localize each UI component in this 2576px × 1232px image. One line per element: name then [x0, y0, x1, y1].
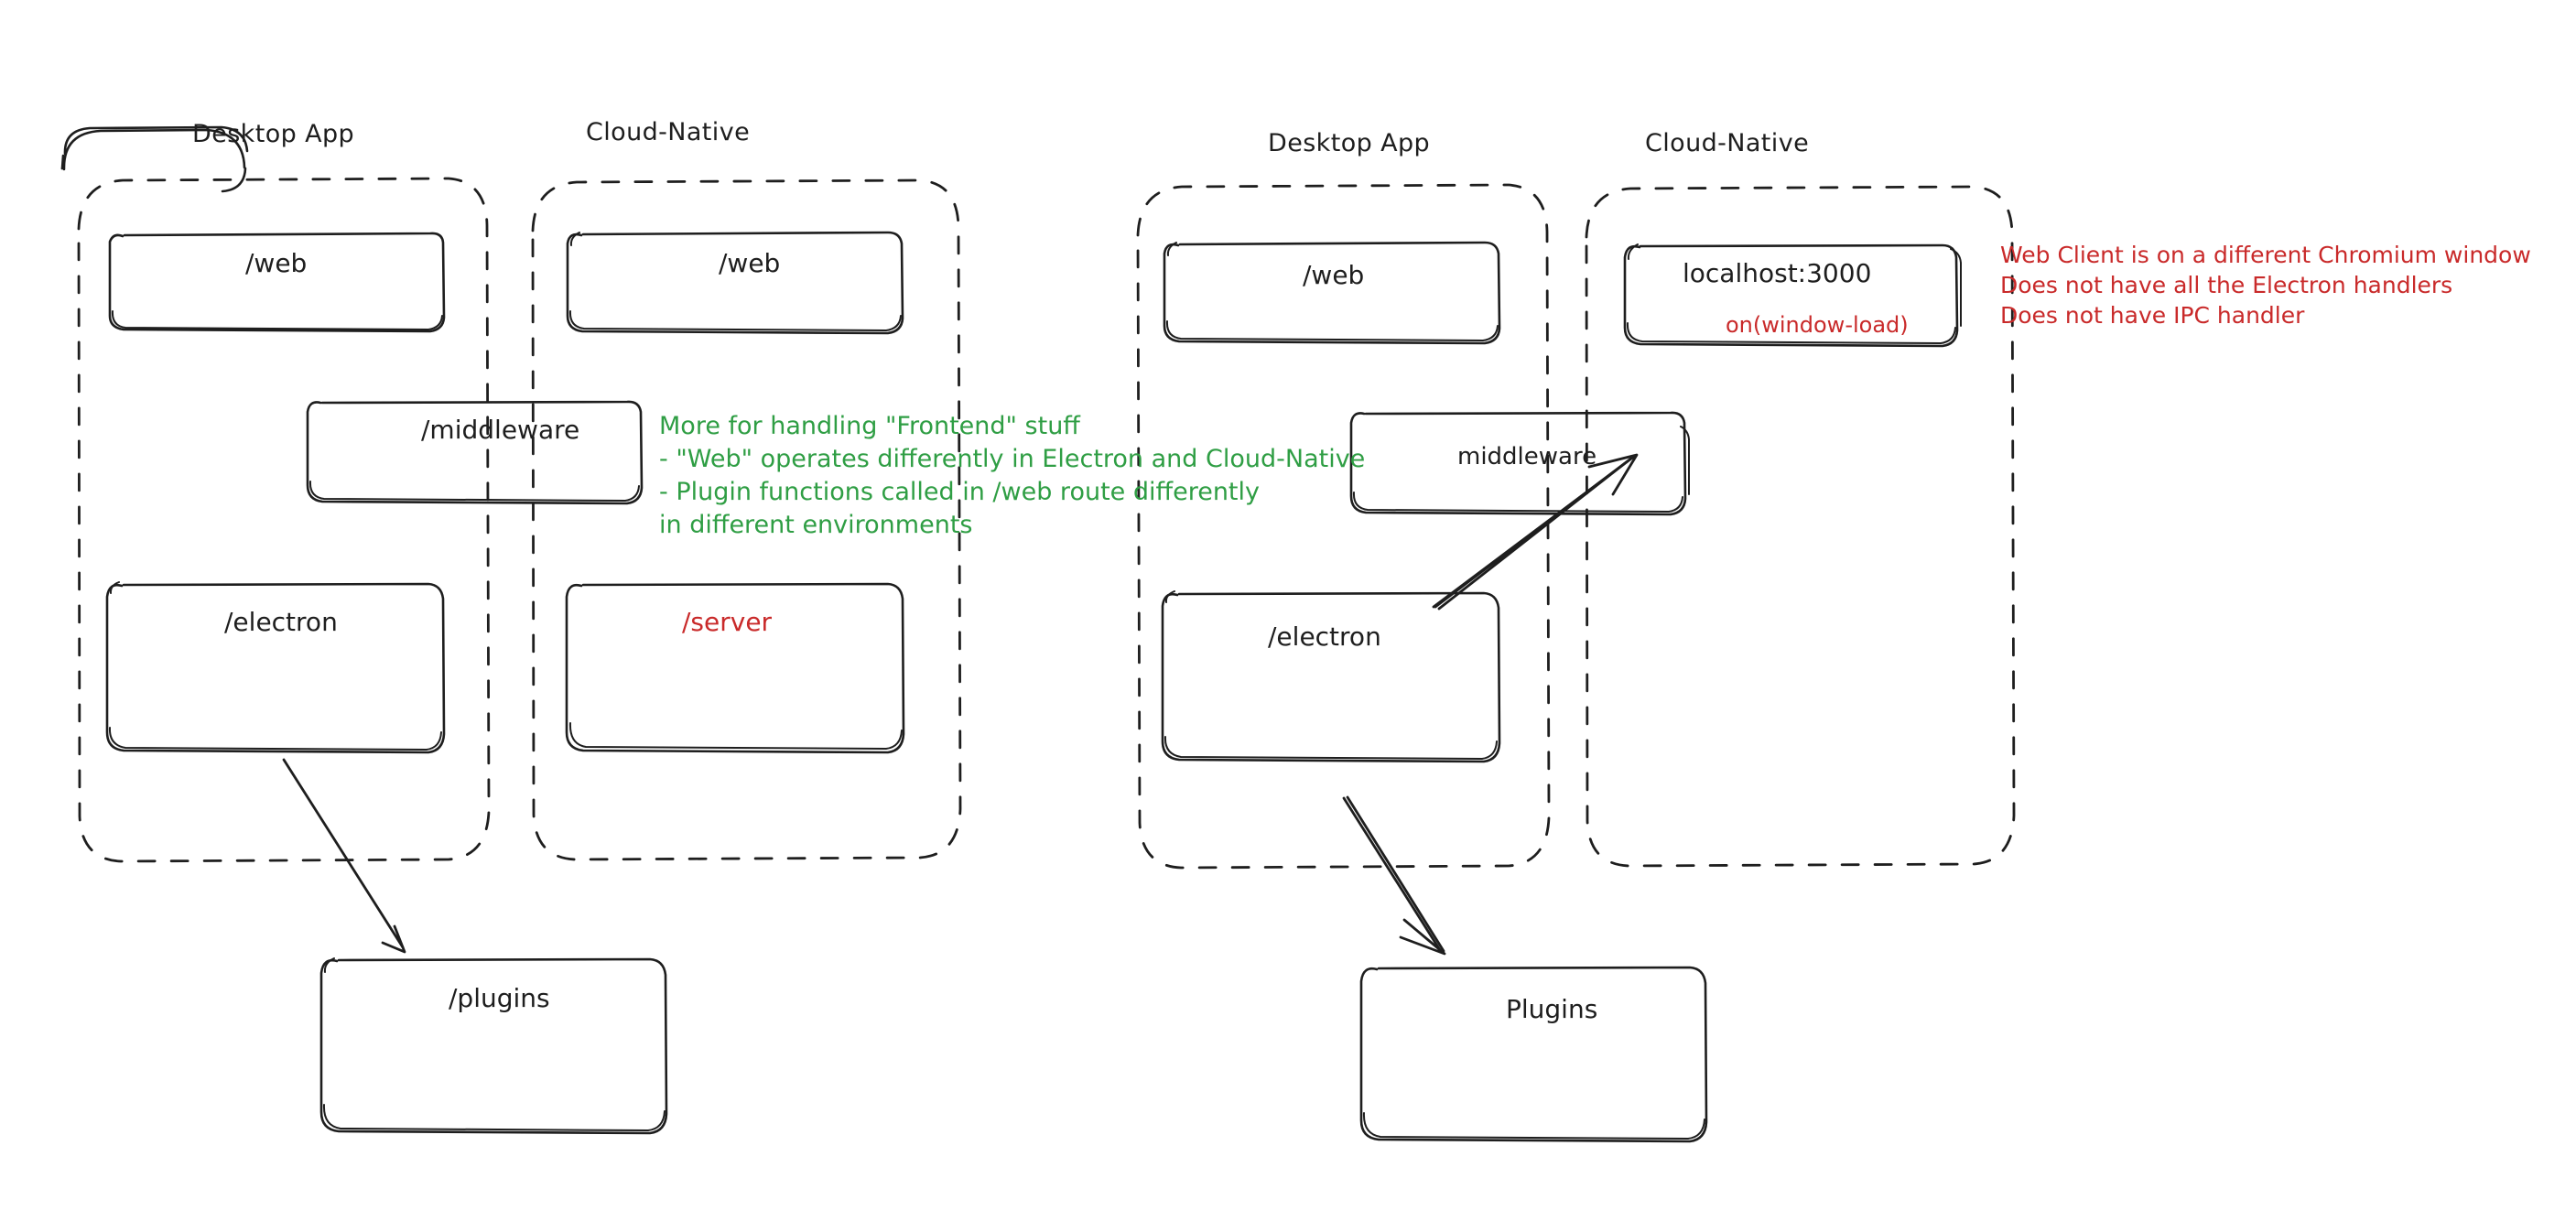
- left-cloud-native-title: Cloud-Native: [586, 118, 751, 146]
- green-note-line-3: - Plugin functions called in /web route …: [659, 477, 1261, 506]
- red-note-line-3: Does not have IPC handler: [2000, 302, 2305, 329]
- right-cloud-localhost-label: localhost:3000: [1683, 258, 1872, 288]
- left-desktop-web-label: /web: [245, 248, 308, 278]
- green-note-line-4: in different environments: [659, 510, 973, 539]
- right-cloud-native-title: Cloud-Native: [1645, 129, 1810, 157]
- left-plugins-label: /plugins: [449, 983, 550, 1013]
- left-cloud-web-label: /web: [719, 248, 781, 278]
- right-plugins-label: Plugins: [1506, 994, 1598, 1024]
- left-desktop-middleware-label: /middleware: [421, 415, 580, 445]
- red-note-block: Web Client is on a different Chromium wi…: [2000, 240, 2531, 330]
- green-note-block: More for handling "Frontend" stuff - "We…: [659, 410, 1365, 542]
- green-note-line-2: - "Web" operates differently in Electron…: [659, 444, 1366, 473]
- red-note-line-2: Does not have all the Electron handlers: [2000, 272, 2453, 298]
- right-cloud-localhost-sublabel: on(window-load): [1726, 312, 1909, 338]
- left-desktop-electron-label: /electron: [224, 607, 338, 637]
- left-cloud-server-label: /server: [682, 607, 773, 637]
- right-desktop-app-title: Desktop App: [1268, 129, 1431, 157]
- right-desktop-middleware-label: middleware: [1457, 443, 1597, 470]
- green-note-line-1: More for handling "Frontend" stuff: [659, 412, 1080, 440]
- right-desktop-web-label: /web: [1303, 260, 1365, 290]
- right-desktop-electron-label: /electron: [1268, 621, 1381, 652]
- red-note-line-1: Web Client is on a different Chromium wi…: [2000, 242, 2531, 268]
- left-desktop-app-title: Desktop App: [192, 120, 355, 148]
